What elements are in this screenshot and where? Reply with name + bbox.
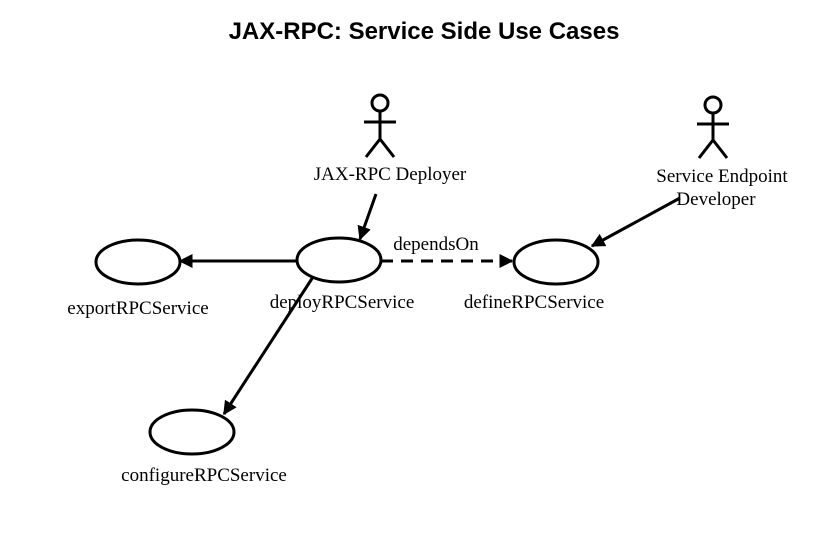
actor-deployer-label: JAX-RPC Deployer [314,164,467,185]
actor-developer-label-line1: Service Endpoint [656,166,788,187]
use-case-configure-ellipse [148,408,236,456]
developer-to-define-arrow [590,196,681,248]
page-title: JAX-RPC: Service Side Use Cases [228,18,620,45]
use-case-export-label: exportRPCService [67,298,208,319]
depends-on-label: dependsOn [393,234,479,255]
actor-developer-label-line2: Developer [676,189,756,210]
deployer-to-deploy-arrow [357,193,378,241]
use-case-configure-label: configureRPCService [121,465,287,486]
use-case-export-ellipse [94,238,182,286]
use-case-define-label: defineRPCService [464,292,604,313]
actor-deployer-icon [364,93,396,158]
deploy-to-configure-arrow [222,276,315,416]
use-case-deploy-label: deployRPCService [270,292,415,313]
use-case-define-ellipse [512,238,600,286]
actor-developer-icon [697,95,729,159]
use-case-deploy-ellipse [295,236,383,284]
